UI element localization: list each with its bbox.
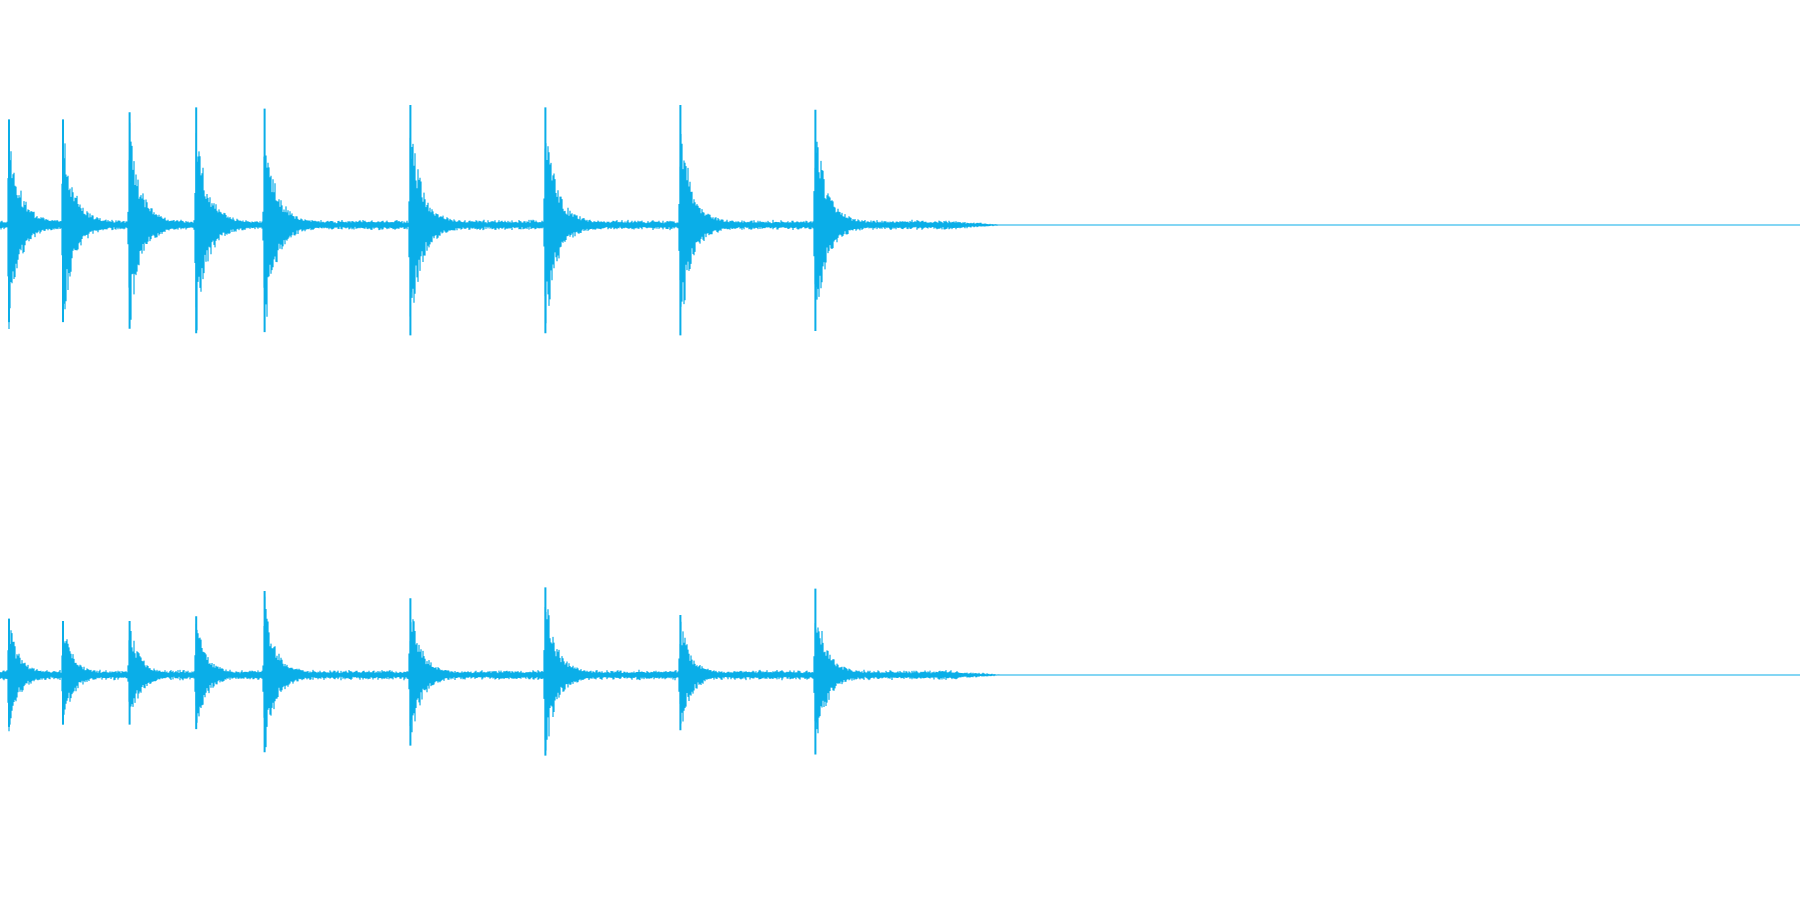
channel-2-waveform[interactable] [0, 587, 1800, 756]
waveform-samples [0, 122, 1014, 331]
waveform-samples [0, 596, 1007, 751]
channel-1-waveform[interactable] [0, 105, 1800, 336]
